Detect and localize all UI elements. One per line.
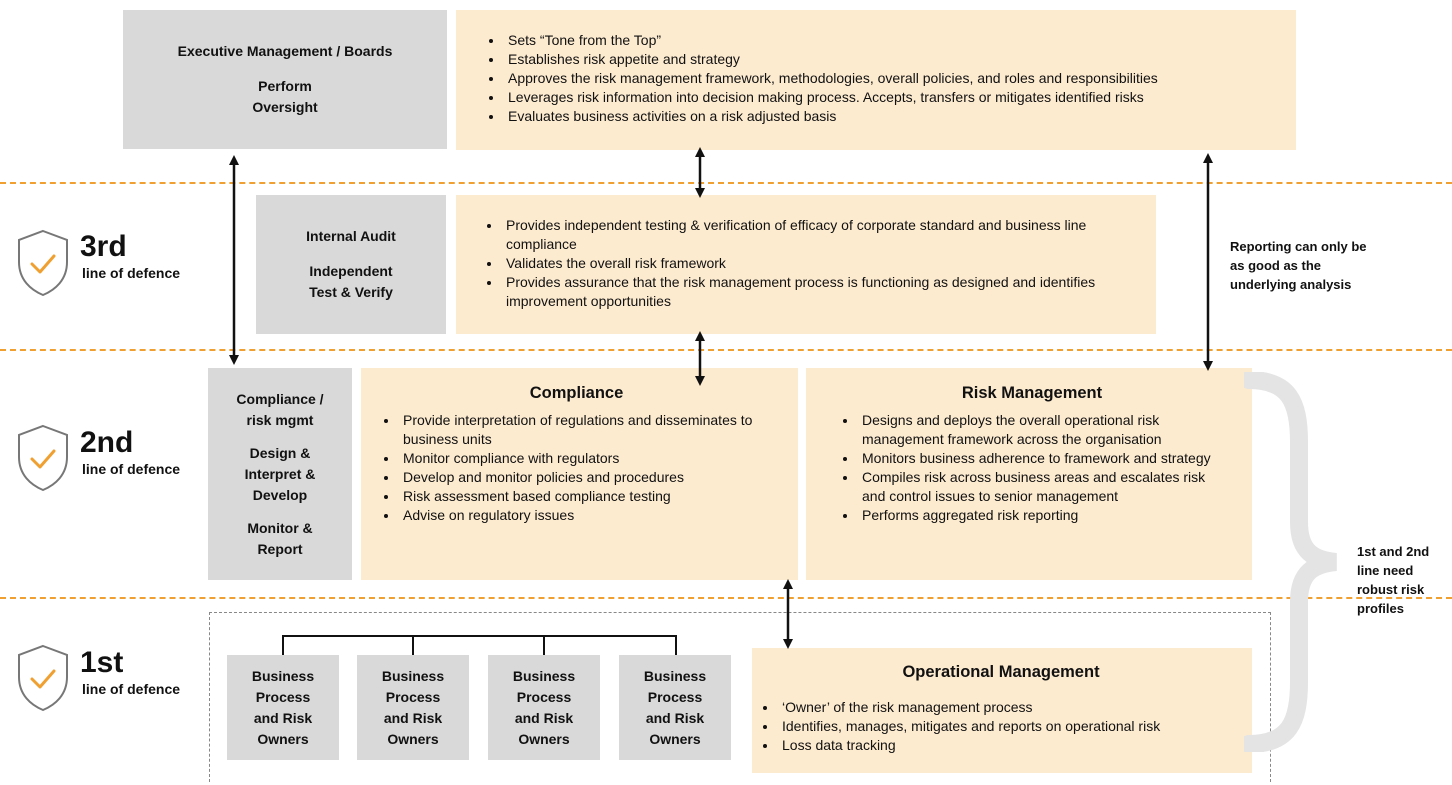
exec-bullet: Establishes risk appetite and strategy <box>504 50 1286 69</box>
business-owner-box: Business Process and Risk Owners <box>357 655 469 760</box>
line-label-2nd: 2nd line of defence <box>80 426 181 477</box>
exec-panel: Sets “Tone from the Top” Establishes ris… <box>456 10 1296 150</box>
compliance-bullet: Risk assessment based compliance testing <box>399 487 778 506</box>
line-caption-3rd: line of defence <box>82 265 181 281</box>
profiles-note-line: line need <box>1357 563 1414 578</box>
ia-bullet: Provides assurance that the risk managem… <box>502 273 1126 311</box>
line-label-1st: 1st line of defence <box>80 646 181 697</box>
risk-management-panel: Risk Management Designs and deploys the … <box>806 368 1252 580</box>
curly-brace <box>1244 372 1338 752</box>
ia-bullet: Validates the overall risk framework <box>502 254 1126 273</box>
exec-box: Executive Management / Boards Perform Ov… <box>123 10 447 149</box>
risk-bullet: Monitors business adherence to framework… <box>858 449 1230 468</box>
reporting-note-line: Reporting can only be <box>1230 239 1367 254</box>
internal-audit-box: Internal Audit Independent Test & Verify <box>256 195 446 334</box>
ia-title: Internal Audit <box>306 228 396 244</box>
crm-line: Monitor & <box>247 519 313 536</box>
separator-2nd-1st <box>0 597 1452 599</box>
profiles-note-line: 1st and 2nd <box>1357 544 1430 559</box>
exec-sub2: Oversight <box>252 99 318 115</box>
compliance-title: Compliance <box>529 384 624 402</box>
risk-bullet: Performs aggregated risk reporting <box>858 506 1230 525</box>
opm-bullet: Identifies, manages, mitigates and repor… <box>778 717 1242 736</box>
shield-check-icon-2nd <box>14 423 72 493</box>
separator-3rd-2nd <box>0 349 1452 351</box>
exec-title: Executive Management / Boards <box>177 43 393 59</box>
profiles-note-line: profiles <box>1357 601 1404 616</box>
compliance-bullet: Provide interpretation of regulations an… <box>399 411 778 449</box>
opm-bullet: ‘Owner’ of the risk management process <box>778 698 1242 717</box>
reporting-note-line: underlying analysis <box>1230 277 1352 292</box>
reporting-note: Reporting can only be as good as the und… <box>1230 237 1400 294</box>
business-owner-box: Business Process and Risk Owners <box>227 655 339 760</box>
line-number-1st: 1st <box>80 646 124 679</box>
line-label-3rd: 3rd line of defence <box>80 230 181 281</box>
crm-line: Interpret & <box>244 465 316 482</box>
opm-bullet: Loss data tracking <box>778 736 1242 755</box>
internal-audit-panel: Provides independent testing & verificat… <box>456 195 1156 334</box>
compliance-bullet: Advise on regulatory issues <box>399 506 778 525</box>
crm-line: Report <box>257 540 303 557</box>
ia-sub1: Independent <box>309 263 393 279</box>
ia-bullet: Provides independent testing & verificat… <box>502 216 1126 254</box>
business-owner-box: Business Process and Risk Owners <box>488 655 600 760</box>
line-caption-2nd: line of defence <box>82 461 181 477</box>
compliance-panel: Compliance Provide interpretation of reg… <box>361 368 798 580</box>
exec-bullet: Sets “Tone from the Top” <box>504 31 1286 50</box>
risk-bullet: Compiles risk across business areas and … <box>858 468 1230 506</box>
compliance-risk-box: Compliance / risk mgmt Design & Interpre… <box>208 368 352 580</box>
crm-line: Develop <box>252 486 308 503</box>
exec-sub1: Perform <box>258 78 312 94</box>
risk-management-title: Risk Management <box>961 384 1103 402</box>
profiles-note-line: robust risk <box>1357 582 1425 597</box>
business-owner-box: Business Process and Risk Owners <box>619 655 731 760</box>
ia-sub2: Test & Verify <box>309 284 393 300</box>
separator-top <box>0 182 1452 184</box>
crm-line: risk mgmt <box>246 411 314 428</box>
operational-management-title: Operational Management <box>902 663 1100 681</box>
compliance-bullet: Develop and monitor policies and procedu… <box>399 468 778 487</box>
first-line-container <box>209 612 1271 782</box>
exec-bullet: Evaluates business activities on a risk … <box>504 107 1286 126</box>
line-caption-1st: line of defence <box>82 681 181 697</box>
operational-management-panel: Operational Management ‘Owner’ of the ri… <box>752 648 1252 773</box>
shield-check-icon-1st <box>14 643 72 713</box>
reporting-note-line: as good as the <box>1230 258 1322 273</box>
crm-line: Design & <box>249 444 311 461</box>
shield-check-icon-3rd <box>14 228 72 298</box>
compliance-bullet: Monitor compliance with regulators <box>399 449 778 468</box>
exec-bullet: Approves the risk management framework, … <box>504 69 1286 88</box>
crm-line: Compliance / <box>236 390 324 407</box>
exec-bullet: Leverages risk information into decision… <box>504 88 1286 107</box>
risk-bullet: Designs and deploys the overall operatio… <box>858 411 1230 449</box>
line-number-3rd: 3rd <box>80 230 127 263</box>
line-number-2nd: 2nd <box>80 426 134 459</box>
profiles-note: 1st and 2nd line need robust risk profil… <box>1357 542 1447 618</box>
